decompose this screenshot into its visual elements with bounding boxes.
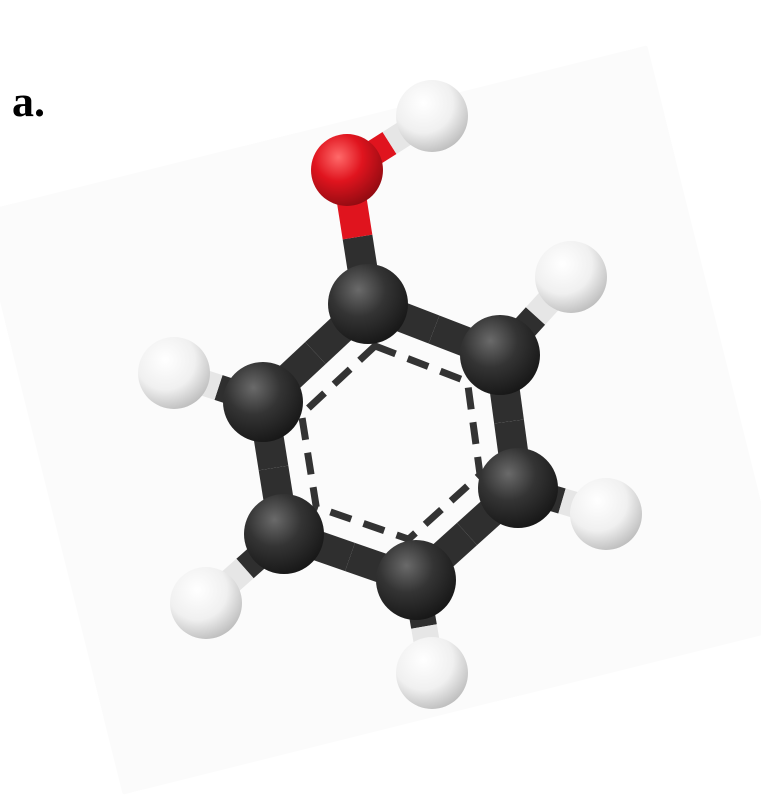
carbon-atom-C2 — [460, 315, 540, 395]
carbon-atom-C5 — [244, 494, 324, 574]
phenol-molecule-model — [138, 80, 642, 709]
hydrogen-atom-H4 — [396, 637, 468, 709]
hydrogen-atom-H2 — [535, 241, 607, 313]
hydrogen-atom-H3 — [570, 478, 642, 550]
carbon-atom-C3 — [478, 448, 558, 528]
aromatic-dashed-ring — [297, 341, 484, 544]
hydrogen-atom-H5 — [170, 567, 242, 639]
oxygen-atom-O1 — [311, 134, 383, 206]
carbon-atom-C6 — [223, 362, 303, 442]
carbon-atom-C4 — [376, 540, 456, 620]
hydrogen-atom-H6 — [138, 337, 210, 409]
aromatic-ring — [297, 341, 484, 544]
atoms-layer — [138, 80, 642, 709]
panel-label: a. — [12, 77, 45, 126]
carbon-atom-C1 — [328, 264, 408, 344]
hydrogen-atom-H1 — [396, 80, 468, 152]
